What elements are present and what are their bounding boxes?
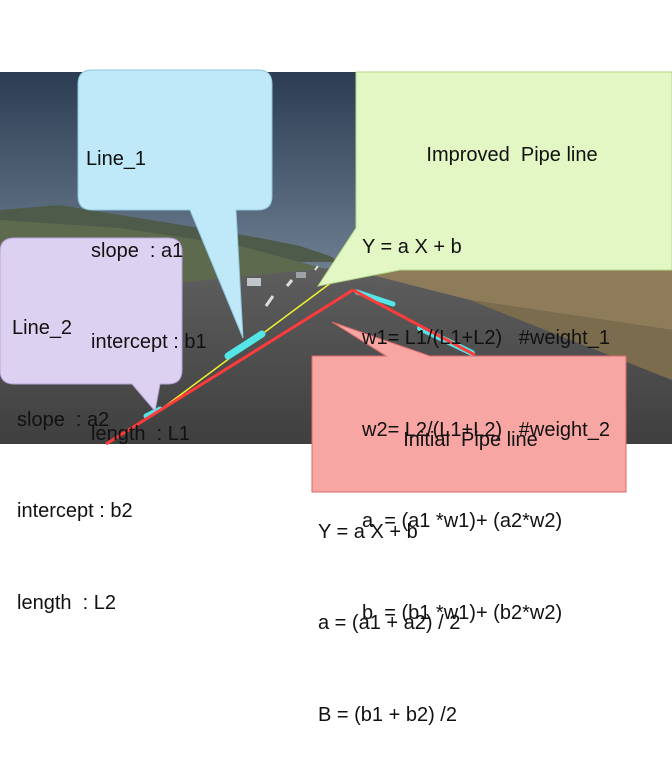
line1-slope: slope : a1 [91,239,184,262]
line2-length: length : L2 [17,591,116,614]
line1-callout [77,69,273,339]
improved-title: Improved Pipe line [426,144,598,166]
line2-callout [0,237,183,413]
initial-slope-formula: a = (a1 + a2) / 2 [318,612,461,634]
line2-label-block: Line_2 slope : a2 intercept : b2 length … [12,252,133,649]
improved-weight-1: w1= L1/(L1+L2) #weight_1 [362,327,610,349]
initial-intercept-formula: B = (b1 + b2) /2 [318,703,457,726]
initial-pipeline-lines [105,288,476,446]
improved-equation: Y = a X + b [362,235,462,258]
line1-intercept: intercept : b1 [91,331,207,353]
line1-length: length : L1 [91,422,190,445]
line2-slope: slope : a2 [17,408,110,431]
initial-callout [311,321,627,493]
improved-callout [316,71,672,287]
initial-equation: Y = a X + b [318,520,418,543]
line1-label-block: Line_1 slope : a1 intercept : b1 length … [86,83,207,480]
line2-intercept: intercept : b2 [17,500,133,522]
line2-title: Line_2 [12,317,73,339]
line1-title: Line_1 [86,148,147,170]
improved-weight-2: w2= L2/(L1+L2) #weight_2 [362,418,610,441]
initial-title: Initial Pipe line [403,429,538,451]
road-scene-diagram [0,69,672,493]
initial-label-block: Initial Pipe line Y = a X + b a = (a1 + … [318,364,623,761]
